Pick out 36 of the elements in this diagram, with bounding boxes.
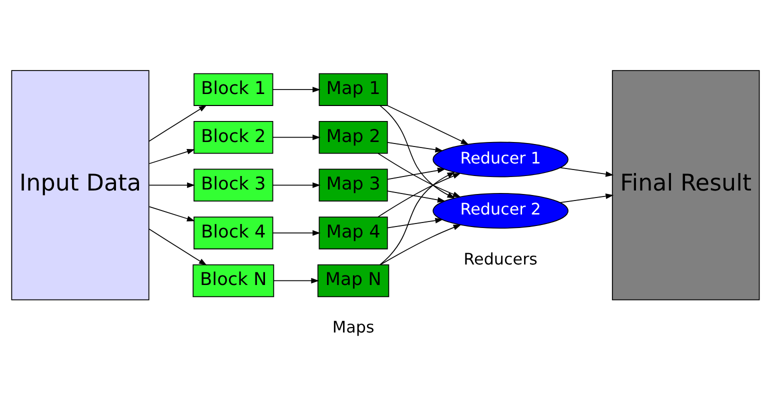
arrow: [148, 228, 207, 266]
arrow: [274, 278, 320, 284]
arrow: [380, 172, 456, 266]
arrow: [272, 134, 321, 140]
arrow: [148, 148, 195, 164]
node-box: Block 2: [194, 120, 274, 154]
arrow: [148, 104, 207, 142]
arrow: [387, 218, 444, 228]
arrow: [380, 105, 456, 198]
arrow: [272, 86, 321, 92]
arrow: [560, 193, 614, 204]
arrow: [378, 173, 461, 218]
node-box: Map 2: [318, 120, 388, 154]
arrow: [387, 142, 444, 152]
arrow: [387, 190, 446, 203]
node-box: Map 3: [318, 168, 388, 202]
arrow: [378, 152, 461, 198]
label: Reducers: [464, 249, 538, 268]
arrow: [560, 167, 614, 177]
node-box: Block 3: [194, 168, 274, 202]
arrow: [272, 230, 321, 236]
arrow: [380, 224, 462, 266]
node-box: Block N: [192, 264, 274, 298]
node-box: Final Result: [612, 70, 760, 300]
label: Maps: [332, 317, 374, 336]
arrow: [387, 105, 469, 145]
arrow: [148, 182, 196, 188]
node-box: Block 4: [194, 216, 274, 250]
node-box: Map 4: [318, 216, 388, 250]
arrow: [148, 206, 195, 222]
arrow: [272, 182, 321, 188]
node-box: Block 1: [194, 73, 274, 106]
arrow: [387, 168, 446, 180]
node-box: Input Data: [11, 70, 150, 300]
node-box: Map 1: [318, 73, 388, 106]
node-box: Map N: [317, 264, 390, 298]
